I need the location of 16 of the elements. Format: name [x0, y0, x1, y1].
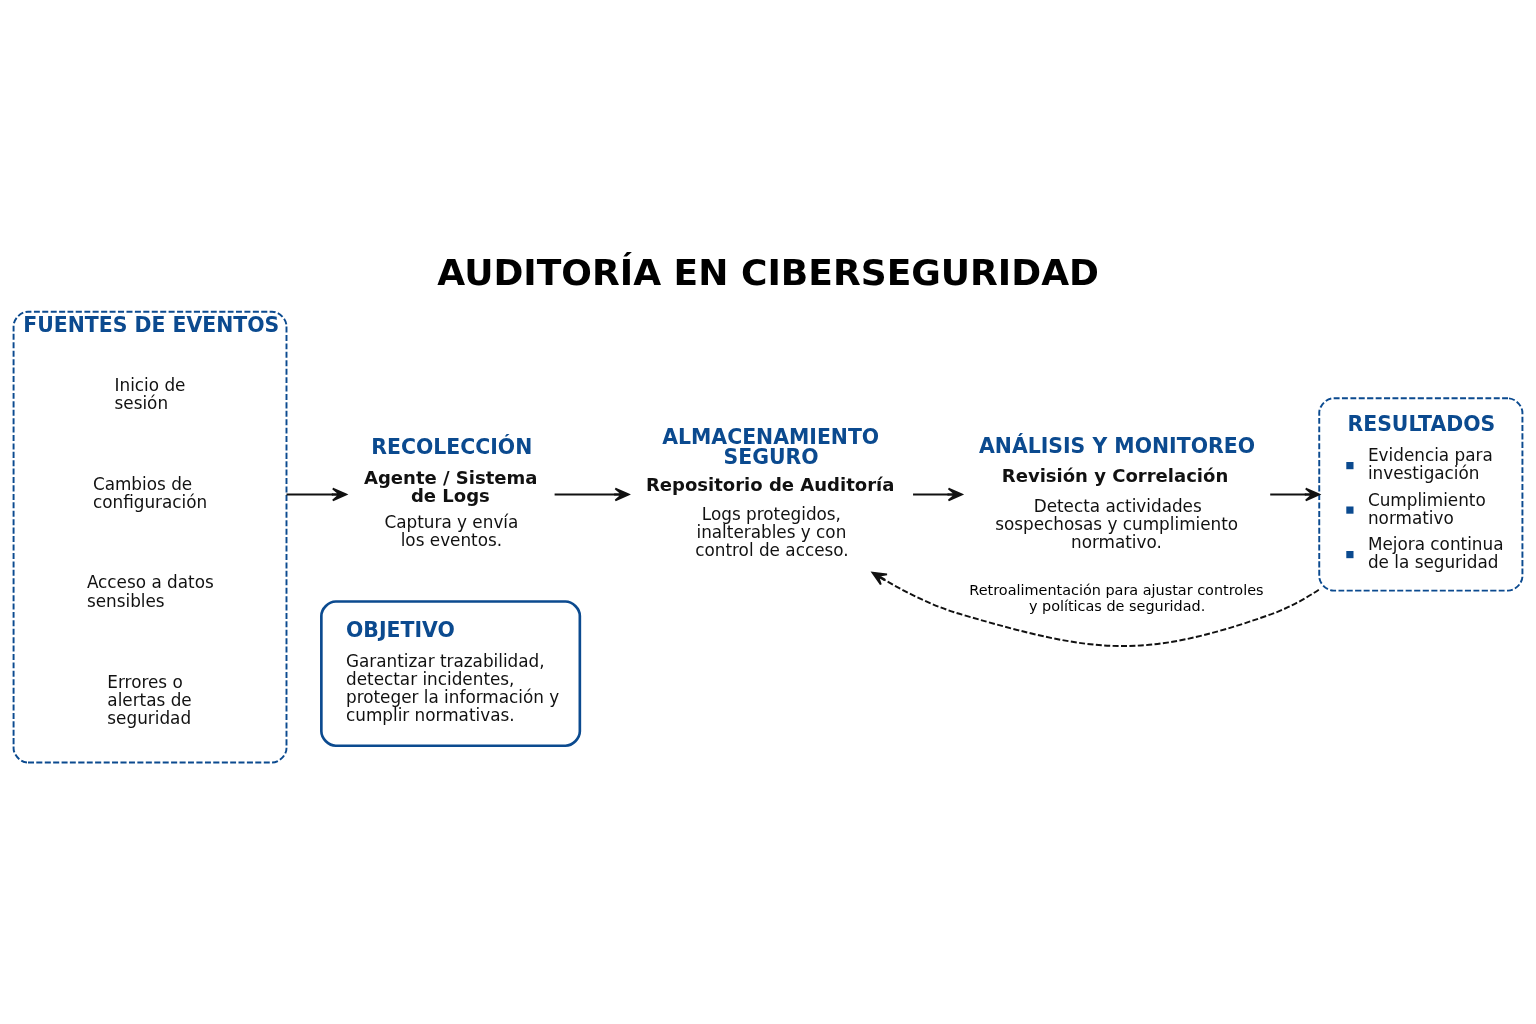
arrow [553, 487, 630, 501]
node-text: Cambios de configuración [92, 473, 208, 512]
arrow [285, 487, 347, 501]
edge-label: Retroalimentación para ajustar controles y políticas de seguridad. [969, 581, 1264, 614]
node-box: OBJETIVO Garantizar trazabilidad, detectar incidentes, proteger la información y cumplir normativas. [320, 599, 582, 747]
node-text: RECOLECCIÓN Agente / Sistema de Logs Captura y envía los eventos. [364, 434, 538, 550]
node-text: ANÁLISIS Y MONITOREO Revisión y Correlación Detecta actividades sospechosas y cumplimiento normativo. [979, 433, 1256, 552]
arrow [912, 487, 963, 501]
node-text: ALMACENAMIENTO SEGURO Repositorio de Auditoría Logs protegidos, inalterables y con control de acceso. [645, 423, 895, 560]
arrow [1269, 487, 1320, 501]
diagram-title: AUDITORÍA EN CIBERSEGURIDAD [437, 251, 1100, 294]
arrow [871, 571, 1320, 647]
node-text: Acceso a datos sensibles [86, 571, 214, 611]
node-text: Inicio de sesión [114, 374, 186, 413]
node-text: Errores o alertas de seguridad [107, 671, 192, 728]
node-box: RESULTADOS Evidencia para investigación Cumplimiento normativo Mejora continua de la seguridad [1318, 396, 1524, 592]
